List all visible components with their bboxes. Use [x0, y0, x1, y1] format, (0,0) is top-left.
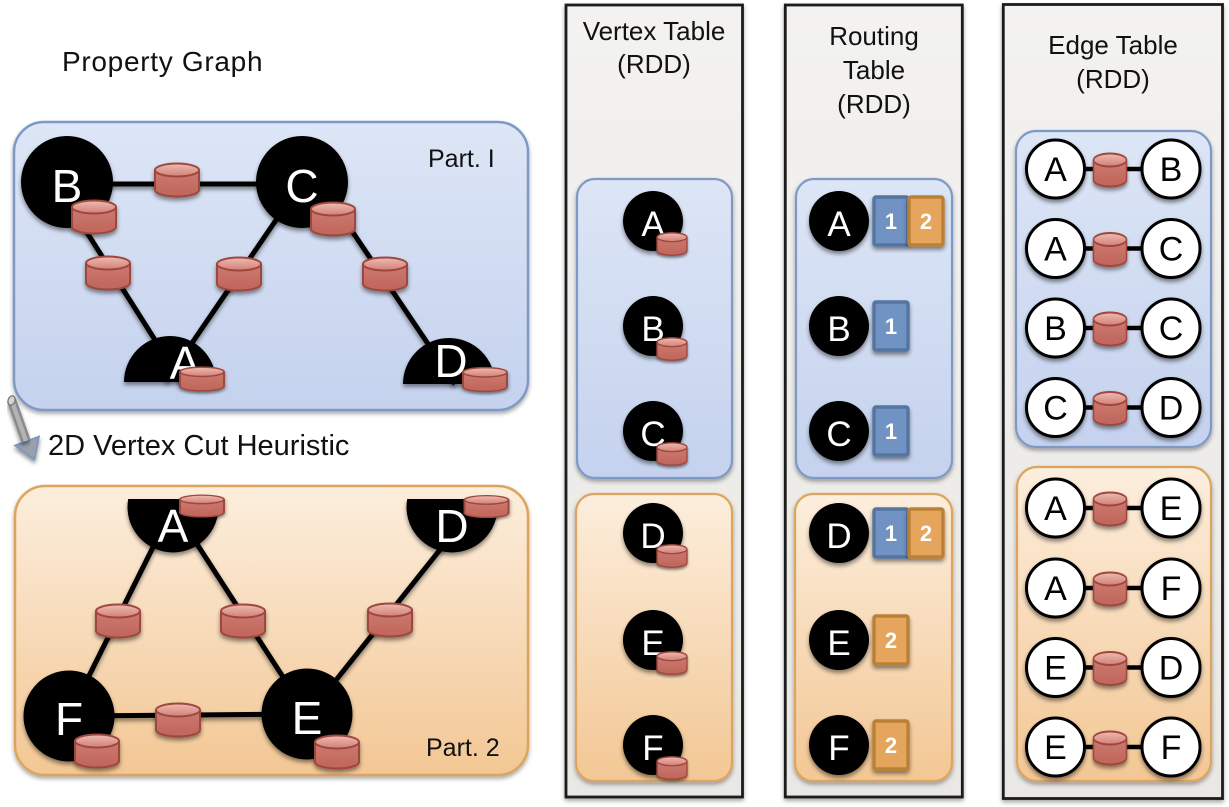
- svg-text:D: D: [826, 517, 851, 556]
- svg-text:B: B: [1044, 310, 1067, 348]
- svg-text:1: 1: [885, 209, 897, 234]
- svg-text:1: 1: [885, 419, 897, 444]
- svg-text:B: B: [641, 310, 664, 349]
- svg-text:A: A: [1044, 231, 1067, 269]
- svg-text:E: E: [827, 624, 850, 663]
- svg-text:1: 1: [885, 314, 897, 339]
- svg-text:D: D: [1159, 390, 1184, 428]
- svg-text:Part. 2: Part. 2: [426, 734, 500, 762]
- svg-text:A: A: [1044, 151, 1067, 189]
- svg-text:2: 2: [885, 628, 897, 653]
- svg-text:F: F: [1161, 570, 1182, 608]
- svg-text:F: F: [642, 729, 663, 768]
- svg-text:A: A: [827, 205, 851, 244]
- svg-text:C: C: [1043, 390, 1068, 428]
- svg-text:Table: Table: [843, 55, 905, 85]
- svg-text:(RDD): (RDD): [1076, 64, 1150, 94]
- svg-text:F: F: [828, 729, 849, 768]
- svg-text:E: E: [292, 692, 323, 744]
- svg-text:2: 2: [920, 521, 932, 546]
- svg-text:E: E: [1160, 490, 1183, 528]
- svg-text:C: C: [285, 160, 318, 212]
- svg-text:2: 2: [920, 209, 932, 234]
- svg-text:(RDD): (RDD): [617, 49, 691, 79]
- svg-text:Part. I: Part. I: [428, 145, 495, 173]
- svg-text:D: D: [1159, 650, 1184, 688]
- svg-text:Property Graph: Property Graph: [62, 46, 263, 77]
- svg-text:Vertex Table: Vertex Table: [583, 16, 726, 46]
- svg-text:Routing: Routing: [829, 21, 919, 51]
- svg-text:(RDD): (RDD): [837, 89, 911, 119]
- svg-text:F: F: [1161, 729, 1182, 767]
- svg-text:D: D: [435, 500, 468, 552]
- svg-text:B: B: [827, 310, 850, 349]
- svg-text:A: A: [1044, 570, 1067, 608]
- svg-text:Edge Table: Edge Table: [1048, 30, 1178, 60]
- svg-text:F: F: [55, 693, 83, 745]
- svg-text:1: 1: [885, 521, 897, 546]
- svg-text:C: C: [1159, 310, 1184, 348]
- svg-text:2: 2: [885, 733, 897, 758]
- svg-text:E: E: [1044, 729, 1067, 767]
- svg-text:E: E: [1044, 650, 1067, 688]
- svg-text:2D Vertex Cut Heuristic: 2D Vertex Cut Heuristic: [48, 430, 349, 462]
- svg-text:A: A: [1044, 490, 1067, 528]
- svg-text:C: C: [1159, 231, 1184, 269]
- svg-text:B: B: [1160, 151, 1183, 189]
- svg-text:C: C: [826, 415, 851, 454]
- svg-text:E: E: [641, 624, 664, 663]
